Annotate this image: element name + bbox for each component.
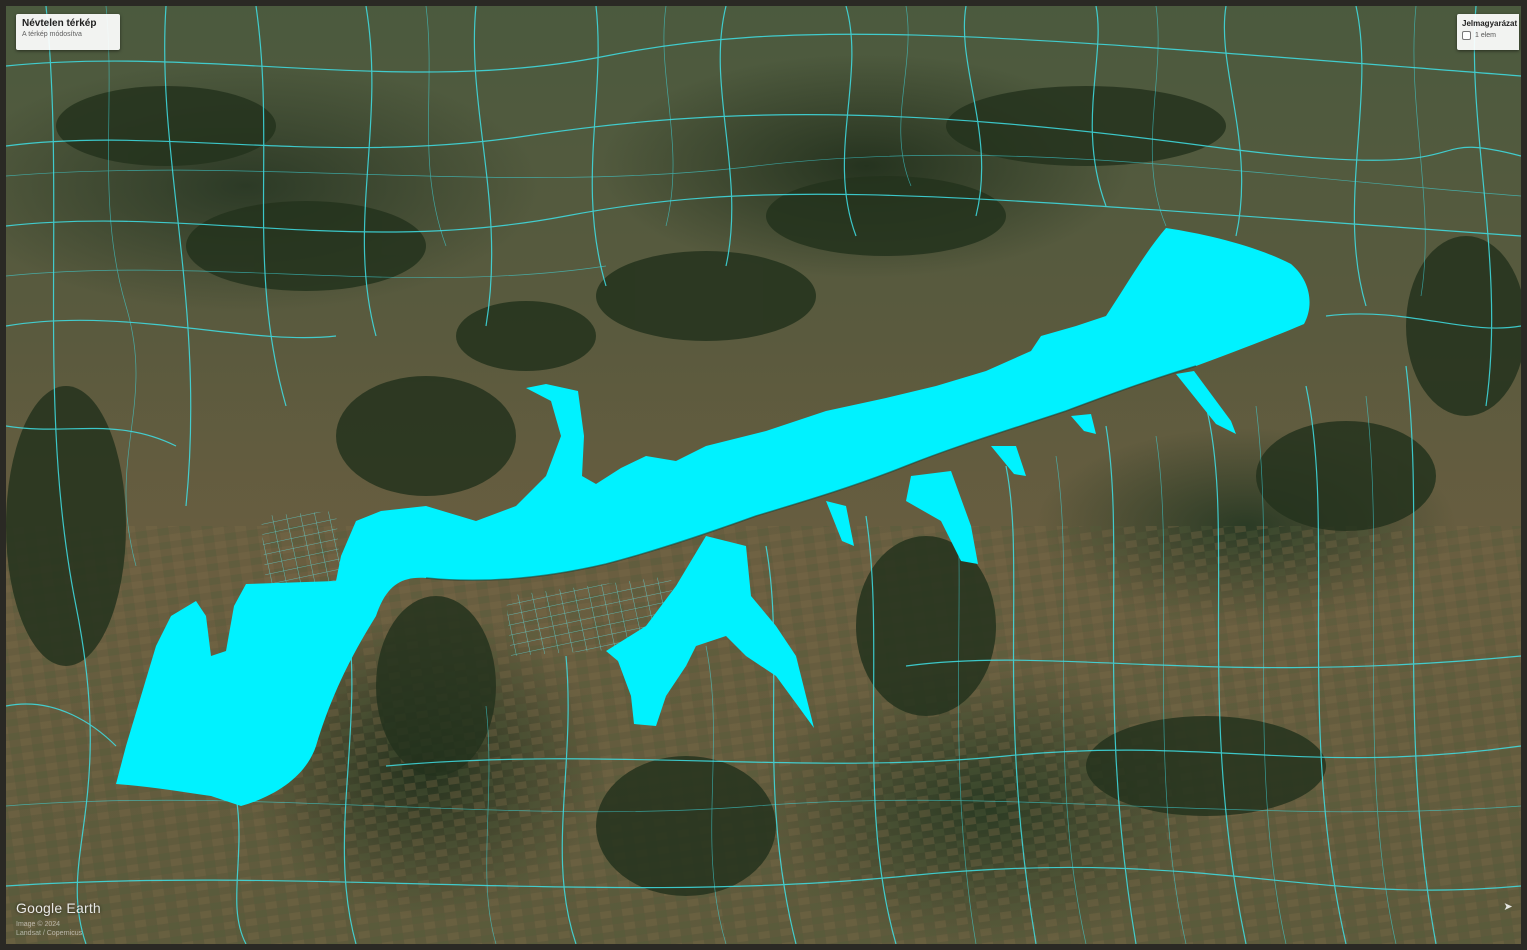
imagery-attribution: Image © 2024 Landsat / Copernicus [16,920,82,938]
attribution-line-2: Landsat / Copernicus [16,930,83,937]
forest-areas [6,86,1521,896]
river-network-fine [6,6,1521,944]
southern-shore-line [425,365,1197,582]
parcel-grid-west [261,511,341,586]
map-title: Névtelen térkép [22,18,97,29]
google-earth-logo: Google Earth [16,900,101,916]
legend-checkbox-icon[interactable] [1462,31,1471,40]
attribution-line-1: Image © 2024 [16,921,61,928]
legend-item[interactable]: 1 elem [1462,31,1514,40]
legend-card[interactable]: Jelmagyarázat 1 elem [1457,14,1519,50]
north-arrow-icon[interactable]: ➤ [1503,901,1513,913]
map-subtitle: A térkép módosítva [22,31,82,38]
river-network [6,6,1521,944]
map-view[interactable]: Névtelen térkép A térkép módosítva Jelma… [6,6,1521,944]
lake-polygon[interactable] [116,228,1310,806]
legend-title: Jelmagyarázat [1462,19,1518,28]
satellite-terrain [6,6,1521,944]
legend-item-label: 1 elem [1475,32,1497,39]
map-title-card[interactable]: Névtelen térkép A térkép módosítva [16,14,120,50]
